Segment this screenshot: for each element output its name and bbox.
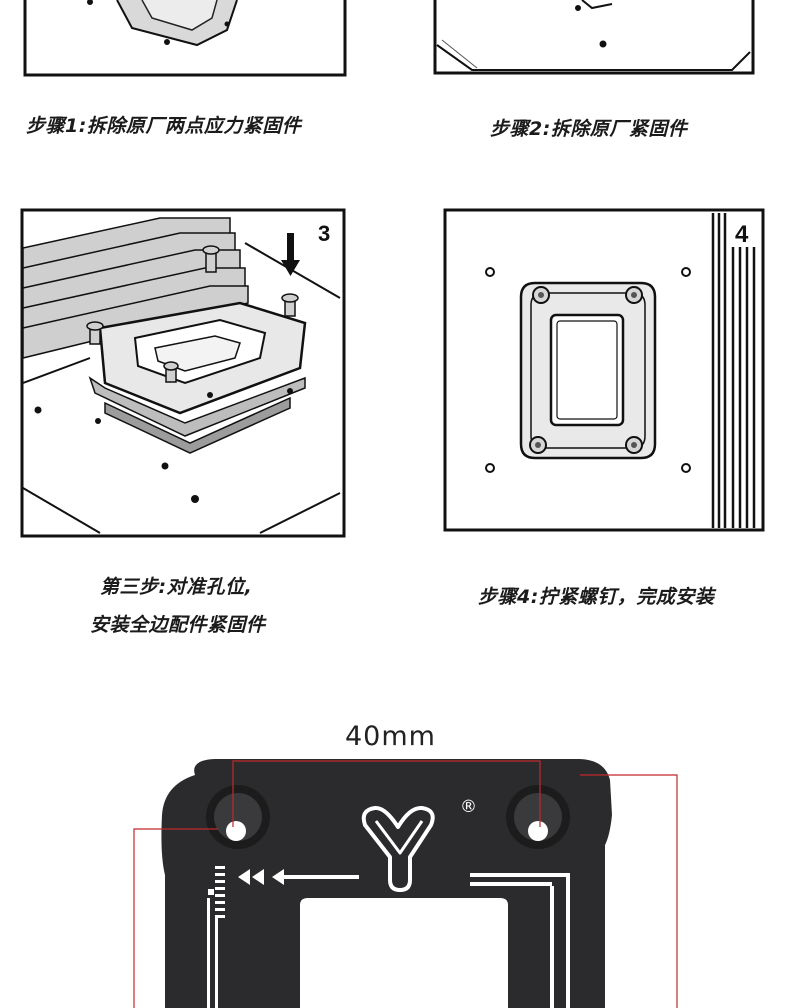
screw-hole-left [206,785,270,849]
step4-caption: 步骤4:拧紧螺钉，完成安装 [478,586,715,608]
step1-caption: 步骤1:拆除原厂两点应力紧固件 [26,115,302,137]
step1-illustration [23,0,347,77]
step2-caption: 步骤2:拆除原厂紧固件 [490,118,688,140]
dimension-lines [133,760,678,1008]
step4-number: 4 [735,221,749,248]
arrow-left-icon [238,869,359,885]
step3-illustration: 3 [20,208,346,538]
brand-logo [361,805,435,892]
bracket-product-photo: ® [133,759,678,1008]
step3-caption-line1: 第三步:对准孔位, [100,576,253,598]
step4-illustration: 4 [443,208,765,532]
step2-illustration [433,0,755,75]
screw-hole-right [506,785,570,849]
step3-number: 3 [318,221,330,246]
dimension-label: 40mm [345,721,436,752]
scale-marks [207,866,225,1008]
down-arrow-icon [281,233,300,276]
registered-mark: ® [460,797,477,817]
step3-caption-line2: 安装全边配件紧固件 [90,614,266,636]
